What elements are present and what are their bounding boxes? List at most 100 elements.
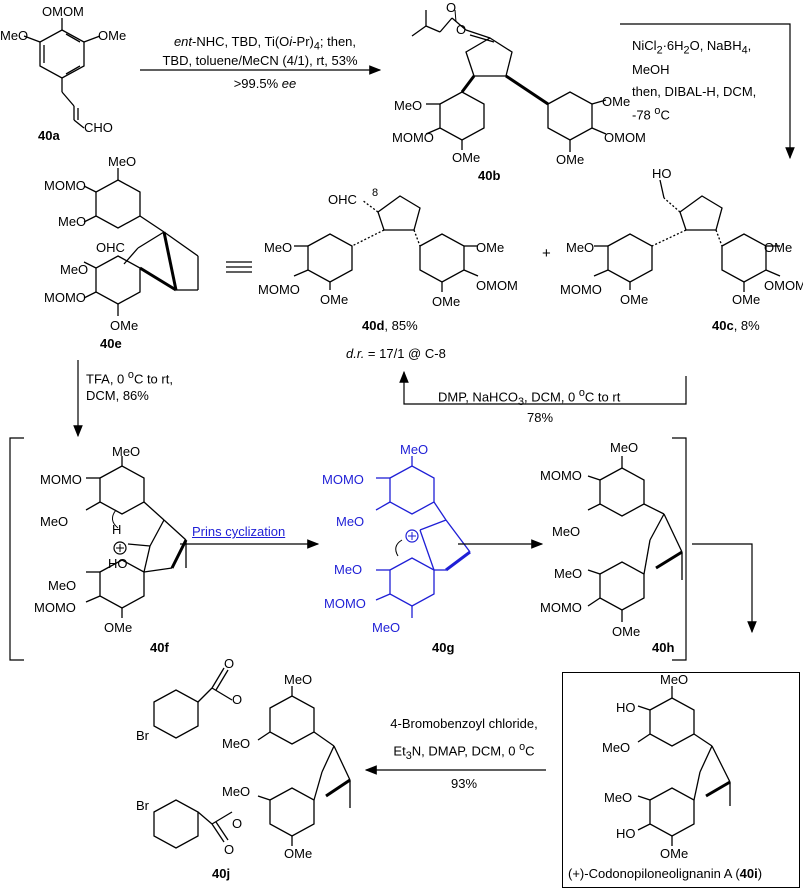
- label-40h: 40h: [652, 640, 675, 655]
- 40b-carbonyl-o: O: [446, 0, 457, 15]
- step1-line3: >99.5% ee: [233, 76, 297, 91]
- structure-40i: [637, 686, 731, 846]
- label-40j: 40j: [212, 866, 231, 881]
- 40c-ome-bottom: OMe: [732, 292, 761, 307]
- product-box-40i: [562, 672, 800, 888]
- 40d-momo: MOMO: [258, 282, 300, 297]
- 40i-ho-top: HO: [616, 700, 636, 715]
- step2-line1: NiCl2·6H2O, NaBH4,: [632, 38, 752, 57]
- 40j-ester-o-low: O: [232, 816, 243, 831]
- structure-40g: [375, 456, 471, 618]
- 40a-ome: OMe: [98, 28, 127, 43]
- 40i-meo-mid: MeO: [602, 740, 631, 755]
- 40f-momo-top: MOMO: [40, 472, 82, 487]
- 40g-meo-low: MeO: [334, 562, 363, 577]
- 40g-momo-top: MOMO: [322, 472, 364, 487]
- 40f-h: H: [112, 522, 122, 537]
- 40j-ome: OMe: [284, 846, 313, 861]
- 40b-momo: MOMO: [392, 130, 434, 145]
- 40h-ome: OMe: [612, 624, 641, 639]
- 40f-ome: OMe: [104, 620, 133, 635]
- 40g-meo-mid: MeO: [336, 514, 365, 529]
- 40d-ohc: OHC: [328, 192, 357, 207]
- 40c-ome-right: OMe: [764, 240, 793, 255]
- 40g-momo-low: MOMO: [324, 596, 366, 611]
- 40j-br-top: Br: [136, 728, 149, 743]
- 40h-meo-low: MeO: [554, 566, 583, 581]
- arrow-step3: [399, 370, 687, 405]
- 40d-c8: 8: [372, 187, 379, 199]
- 40c-ome-left: OMe: [620, 292, 649, 307]
- 40i-ome: OMe: [660, 846, 689, 861]
- label-40e: 40e: [100, 336, 122, 351]
- step2-line3: then, DIBAL-H, DCM,: [632, 84, 757, 99]
- 40c-ho: HO: [652, 166, 672, 181]
- step5-line3: 93%: [450, 776, 478, 791]
- 40c-meo: MeO: [566, 240, 595, 255]
- 40e-meo-mid: MeO: [58, 214, 87, 229]
- step5-line2: Et3N, DMAP, DCM, 0 oC: [393, 741, 535, 762]
- oxocarbenium-charge: [113, 541, 127, 555]
- label-40a: 40a: [38, 128, 60, 143]
- structure-40a: [23, 18, 101, 129]
- label-40f: 40f: [150, 640, 169, 655]
- step4-line2: DCM, 86%: [86, 388, 149, 403]
- structure-40h: [587, 456, 683, 622]
- label-40i: (+)-Codonopiloneolignanin A (40i): [568, 866, 763, 881]
- 40b-ome-bottom: OMe: [556, 152, 585, 167]
- 40b-ome-right: OMe: [602, 94, 631, 109]
- 40j-ester-o-top: O: [232, 692, 243, 707]
- plus-sign: +: [542, 245, 551, 262]
- 40j-meo-top: MeO: [284, 672, 313, 687]
- label-40d: 40d, 85%: [362, 318, 418, 333]
- 40d-meo: MeO: [264, 240, 293, 255]
- 40f-ho: HO: [108, 556, 128, 571]
- 40b-ester-o: O: [456, 22, 467, 37]
- 40a-cho: CHO: [84, 120, 113, 135]
- step1-line1: ent-NHC, TBD, Ti(Oi-Pr)4; then,: [173, 34, 357, 53]
- 40e-momo-low: MOMO: [44, 290, 86, 305]
- 40a-meo: MeO: [0, 28, 29, 43]
- step5-line1: 4-Bromobenzoyl chloride,: [390, 716, 538, 731]
- 40f-meo-low: MeO: [48, 578, 77, 593]
- 40j-carbonyl-o-top: O: [224, 656, 235, 671]
- prins-label: Prins cyclization: [192, 524, 286, 539]
- 40i-meo-top: MeO: [660, 672, 689, 687]
- 40j-meo-mid: MeO: [222, 736, 251, 751]
- 40f-momo-low: MOMO: [34, 600, 76, 615]
- label-40c: 40c, 8%: [712, 318, 760, 333]
- 40f-meo-top: MeO: [112, 444, 141, 459]
- step2-line4: -78 oC: [632, 105, 670, 123]
- arrow-to-40i: [692, 543, 757, 634]
- carbocation-charge: [405, 529, 419, 543]
- bracket-right: [672, 437, 687, 661]
- 40e-ohc: OHC: [96, 240, 125, 255]
- 40i-ho-low: HO: [616, 826, 636, 841]
- 40b-meo-left: MeO: [394, 98, 423, 113]
- 40j-carbonyl-o-low: O: [224, 842, 235, 857]
- structure-40f: [85, 456, 188, 618]
- 40h-meo-top: MeO: [610, 440, 639, 455]
- structure-40e: [83, 168, 199, 316]
- step3-line1: DMP, NaHCO3, DCM, 0 oC to rt: [438, 387, 621, 408]
- dr-note: d.r. = 17/1 @ C-8: [346, 346, 446, 361]
- 40f-meo-mid: MeO: [40, 514, 69, 529]
- 40h-momo-top: MOMO: [540, 468, 582, 483]
- arrow-step2: [620, 23, 795, 160]
- 40g-meo-bottom: MeO: [372, 620, 401, 635]
- 40c-omom: OMOM: [764, 278, 803, 293]
- 40c-momo: MOMO: [560, 282, 602, 297]
- step3-line2: 78%: [526, 410, 554, 425]
- 40i-meo-low: MeO: [604, 790, 633, 805]
- structure-40d: [293, 195, 479, 292]
- charge-plus-signs: [116, 532, 416, 552]
- structure-40b: [411, 9, 607, 152]
- 40a-omom: OMOM: [42, 4, 84, 19]
- structure-40j: [153, 667, 351, 849]
- step4-line1: TFA, 0 oC to rt,: [86, 369, 173, 387]
- label-40b: 40b: [478, 168, 501, 183]
- structure-40c: [593, 179, 781, 292]
- label-40g: 40g: [432, 640, 455, 655]
- 40e-meo-low: MeO: [60, 262, 89, 277]
